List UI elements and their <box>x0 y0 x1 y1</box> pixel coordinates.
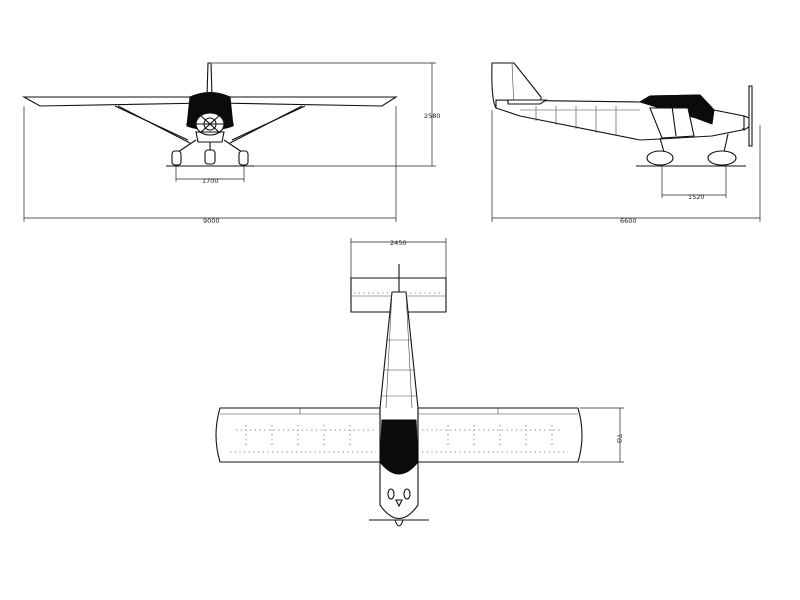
top-view: 2450 TG <box>215 238 624 527</box>
side-landing-gear <box>636 133 746 167</box>
top-nose <box>369 488 429 527</box>
side-length-dimension: 6600 <box>620 217 637 225</box>
side-view: 6600 1520 <box>491 62 761 225</box>
front-fuselage <box>186 92 234 143</box>
front-span-dimension: 9000 <box>203 217 220 225</box>
front-landing-gear <box>166 139 254 167</box>
front-fin <box>206 62 213 98</box>
top-chord-dimension: TG <box>615 433 623 443</box>
top-fuselage <box>379 291 419 520</box>
front-dimensions <box>23 62 436 222</box>
front-height-dimension: 2580 <box>424 112 441 120</box>
top-dimensions <box>350 238 624 463</box>
top-tail-span-dimension: 2450 <box>390 239 407 247</box>
side-propeller <box>748 85 753 147</box>
side-wheelbase-dimension: 1520 <box>688 193 705 201</box>
side-dimensions <box>491 110 761 222</box>
front-wing-struts <box>114 105 306 144</box>
top-wing <box>215 407 583 463</box>
front-view: 9000 2580 1700 <box>21 62 441 225</box>
top-cockpit <box>379 419 419 475</box>
front-track-dimension: 1700 <box>202 177 219 185</box>
